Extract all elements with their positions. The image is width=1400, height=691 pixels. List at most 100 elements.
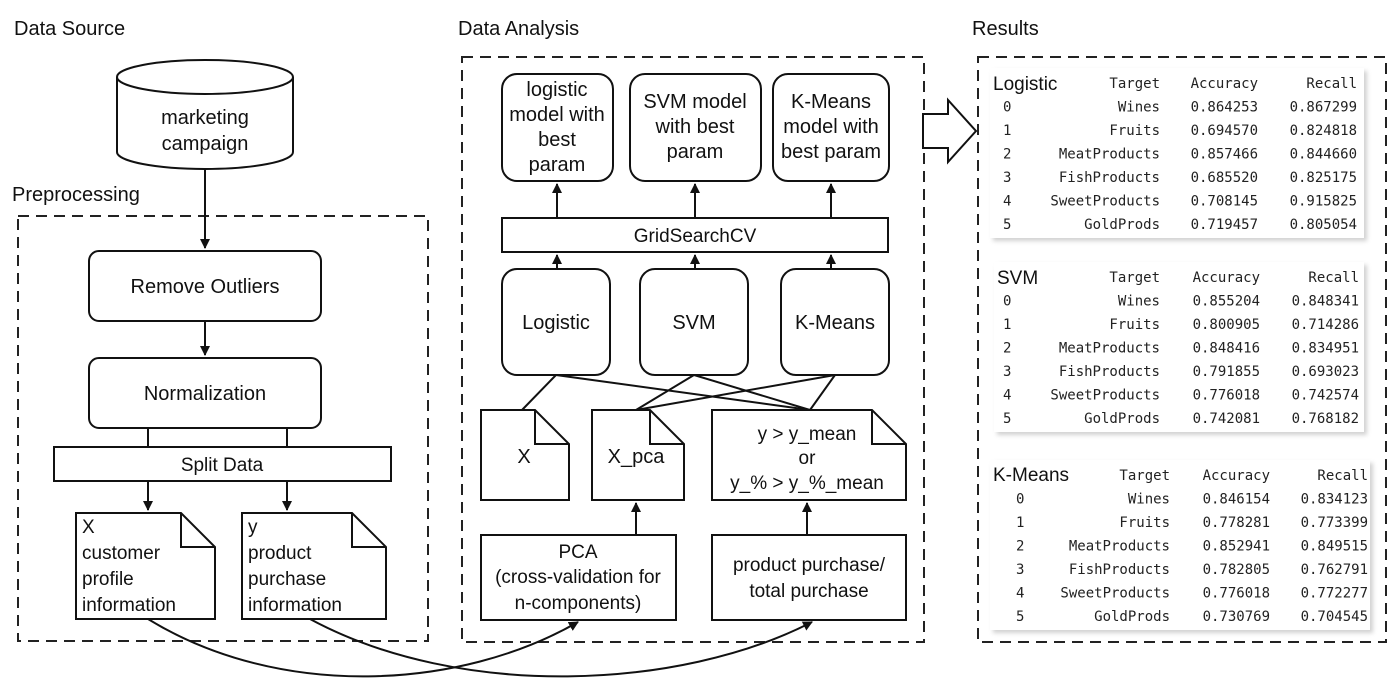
accuracy-cell: 0.776018	[1203, 586, 1270, 602]
recall-cell: 0.772277	[1301, 586, 1368, 602]
row-index: 2	[1003, 341, 1011, 357]
row-index: 3	[1016, 562, 1024, 578]
preprocessing-heading: Preprocessing	[12, 184, 140, 206]
data-analysis-heading: Data Analysis	[458, 18, 579, 40]
best-logistic-line3: best	[538, 129, 576, 151]
results-arrow-icon	[922, 97, 978, 165]
row-index: 3	[1003, 364, 1011, 380]
best-logistic-line1: logistic	[526, 79, 587, 101]
target-cell: FishProducts	[1059, 364, 1160, 380]
target-cell: GoldProds	[1084, 217, 1160, 233]
arrow-y-to-purchase	[309, 618, 813, 678]
y-target-line3: y_% > y_%_mean	[730, 473, 884, 494]
target-cell: Wines	[1118, 100, 1160, 116]
pca-line1: PCA	[558, 542, 597, 563]
best-kmeans-box	[772, 73, 890, 182]
normalization-label: Normalization	[144, 383, 266, 405]
target-cell: Fruits	[1119, 515, 1170, 531]
accuracy-cell: 0.852941	[1203, 539, 1270, 555]
marketing-campaign-database: marketing campaign	[116, 59, 294, 170]
recall-cell: 0.825175	[1290, 170, 1357, 186]
best-logistic-line4: param	[529, 154, 586, 176]
pca-line2: (cross-validation for	[495, 567, 661, 588]
x-pca-document: X_pca	[591, 409, 685, 501]
target-cell: FishProducts	[1059, 170, 1160, 186]
row-index: 2	[1016, 539, 1024, 555]
accuracy-cell: 0.800905	[1193, 317, 1260, 333]
target-cell: GoldProds	[1084, 411, 1160, 427]
column-header: Target	[1119, 468, 1170, 484]
best-kmeans-line2: model with	[783, 116, 879, 138]
x-document: X customer profile information	[75, 512, 216, 620]
table-card	[990, 460, 1370, 630]
x-doc-line4: information	[82, 595, 176, 616]
accuracy-cell: 0.719457	[1191, 217, 1258, 233]
target-cell: FishProducts	[1069, 562, 1170, 578]
target-cell: MeatProducts	[1059, 341, 1160, 357]
x-pca-label: X_pca	[608, 446, 666, 468]
database-label-line2: campaign	[162, 133, 249, 155]
accuracy-cell: 0.685520	[1191, 170, 1258, 186]
recall-cell: 0.762791	[1301, 562, 1368, 578]
recall-cell: 0.844660	[1290, 147, 1357, 163]
table-name: Logistic	[993, 74, 1057, 95]
accuracy-cell: 0.778281	[1203, 515, 1270, 531]
recall-cell: 0.773399	[1301, 515, 1368, 531]
table-row: 3 FishProducts 0.782805 0.762791	[1016, 562, 1368, 578]
accuracy-cell: 0.782805	[1203, 562, 1270, 578]
column-header: Target	[1109, 76, 1160, 92]
recall-cell: 0.915825	[1290, 194, 1357, 210]
table-card	[994, 262, 1364, 432]
data-analysis-frame	[461, 56, 925, 643]
y-doc-line4: information	[248, 595, 342, 616]
column-header: Recall	[1306, 76, 1357, 92]
purchase-ratio-box	[711, 534, 907, 621]
model-input-connectors	[521, 374, 836, 411]
purchase-line2: total purchase	[749, 581, 868, 602]
x-input-document: X	[480, 409, 570, 501]
target-cell: SweetProducts	[1050, 388, 1160, 404]
split-data-label: Split Data	[181, 455, 264, 476]
target-cell: SweetProducts	[1050, 194, 1160, 210]
best-svm-line2: with best	[655, 116, 735, 138]
accuracy-cell: 0.708145	[1191, 194, 1258, 210]
row-index: 5	[1003, 217, 1011, 233]
table-name: SVM	[997, 268, 1038, 289]
arrow-x-to-pca	[147, 618, 579, 678]
row-index: 4	[1003, 388, 1011, 404]
column-header: Accuracy	[1191, 76, 1258, 92]
column-header: Accuracy	[1193, 270, 1260, 286]
preprocessing-frame	[17, 215, 429, 642]
best-logistic-box	[501, 73, 614, 182]
accuracy-cell: 0.857466	[1191, 147, 1258, 163]
column-header: Recall	[1317, 468, 1368, 484]
row-index: 0	[1016, 492, 1024, 508]
table-name: K-Means	[993, 465, 1069, 486]
target-cell: MeatProducts	[1059, 147, 1160, 163]
logistic-model-label: Logistic	[522, 312, 590, 334]
gridsearch-label: GridSearchCV	[634, 226, 757, 247]
row-index: 2	[1003, 147, 1011, 163]
best-svm-line1: SVM model	[643, 91, 746, 113]
recall-cell: 0.834951	[1292, 341, 1359, 357]
accuracy-cell: 0.848416	[1193, 341, 1260, 357]
recall-cell: 0.714286	[1292, 317, 1359, 333]
target-cell: GoldProds	[1094, 609, 1170, 625]
row-index: 0	[1003, 100, 1011, 116]
database-label-line1: marketing	[161, 107, 249, 129]
target-cell: SweetProducts	[1060, 586, 1170, 602]
recall-cell: 0.768182	[1292, 411, 1359, 427]
row-index: 4	[1003, 194, 1011, 210]
row-index: 5	[1016, 609, 1024, 625]
